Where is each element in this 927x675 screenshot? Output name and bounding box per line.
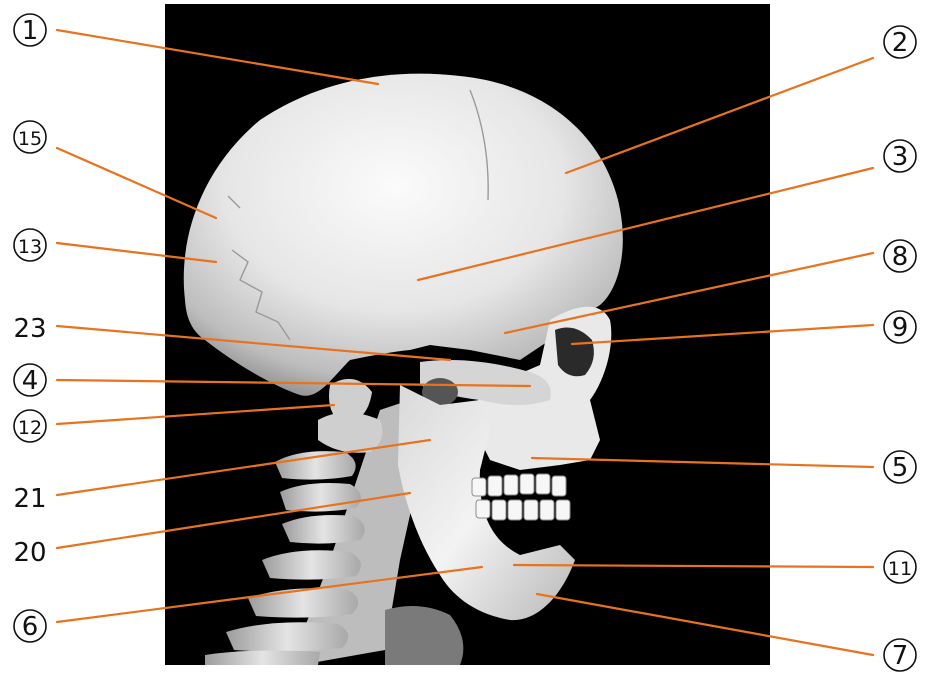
label-2: 2 [884,26,916,58]
label-11-text: 11 [888,558,912,580]
label-12-text: 12 [18,417,42,439]
label-15: 15 [14,121,46,153]
label-6-text: 6 [22,612,39,642]
label-23-text: 23 [13,314,46,344]
label-2-text: 2 [892,28,909,58]
label-5: 5 [884,451,916,483]
label-3-text: 3 [892,142,909,172]
label-11: 11 [884,551,916,583]
label-21-text: 21 [13,484,46,514]
label-6: 6 [14,610,46,642]
label-7-text: 7 [892,641,909,671]
label-15-text: 15 [18,128,42,150]
label-20-text: 20 [13,538,46,568]
label-8-text: 8 [892,242,909,272]
label-8: 8 [884,240,916,272]
label-9: 9 [884,311,916,343]
label-3: 3 [884,140,916,172]
label-4: 4 [14,364,46,396]
label-4-text: 4 [22,366,39,396]
label-1: 1 [14,14,46,46]
label-5-text: 5 [892,453,909,483]
label-20: 20 [13,538,46,568]
label-7: 7 [884,639,916,671]
label-13-text: 13 [18,236,42,258]
label-1-text: 1 [22,16,39,46]
label-21: 21 [13,484,46,514]
label-9-text: 9 [892,313,909,343]
label-12: 12 [14,410,46,442]
label-23: 23 [13,314,46,344]
label-13: 13 [14,229,46,261]
